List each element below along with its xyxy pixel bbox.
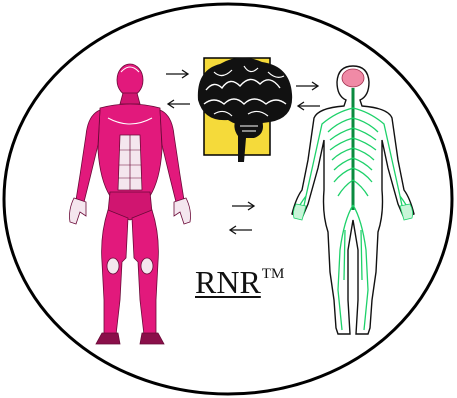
logo-main-text: RNR [195, 264, 261, 300]
rnr-logo: RNRTM [195, 264, 284, 301]
logo-trademark: TM [262, 266, 285, 282]
brain-icon [198, 57, 292, 162]
muscular-body-icon [70, 64, 191, 344]
